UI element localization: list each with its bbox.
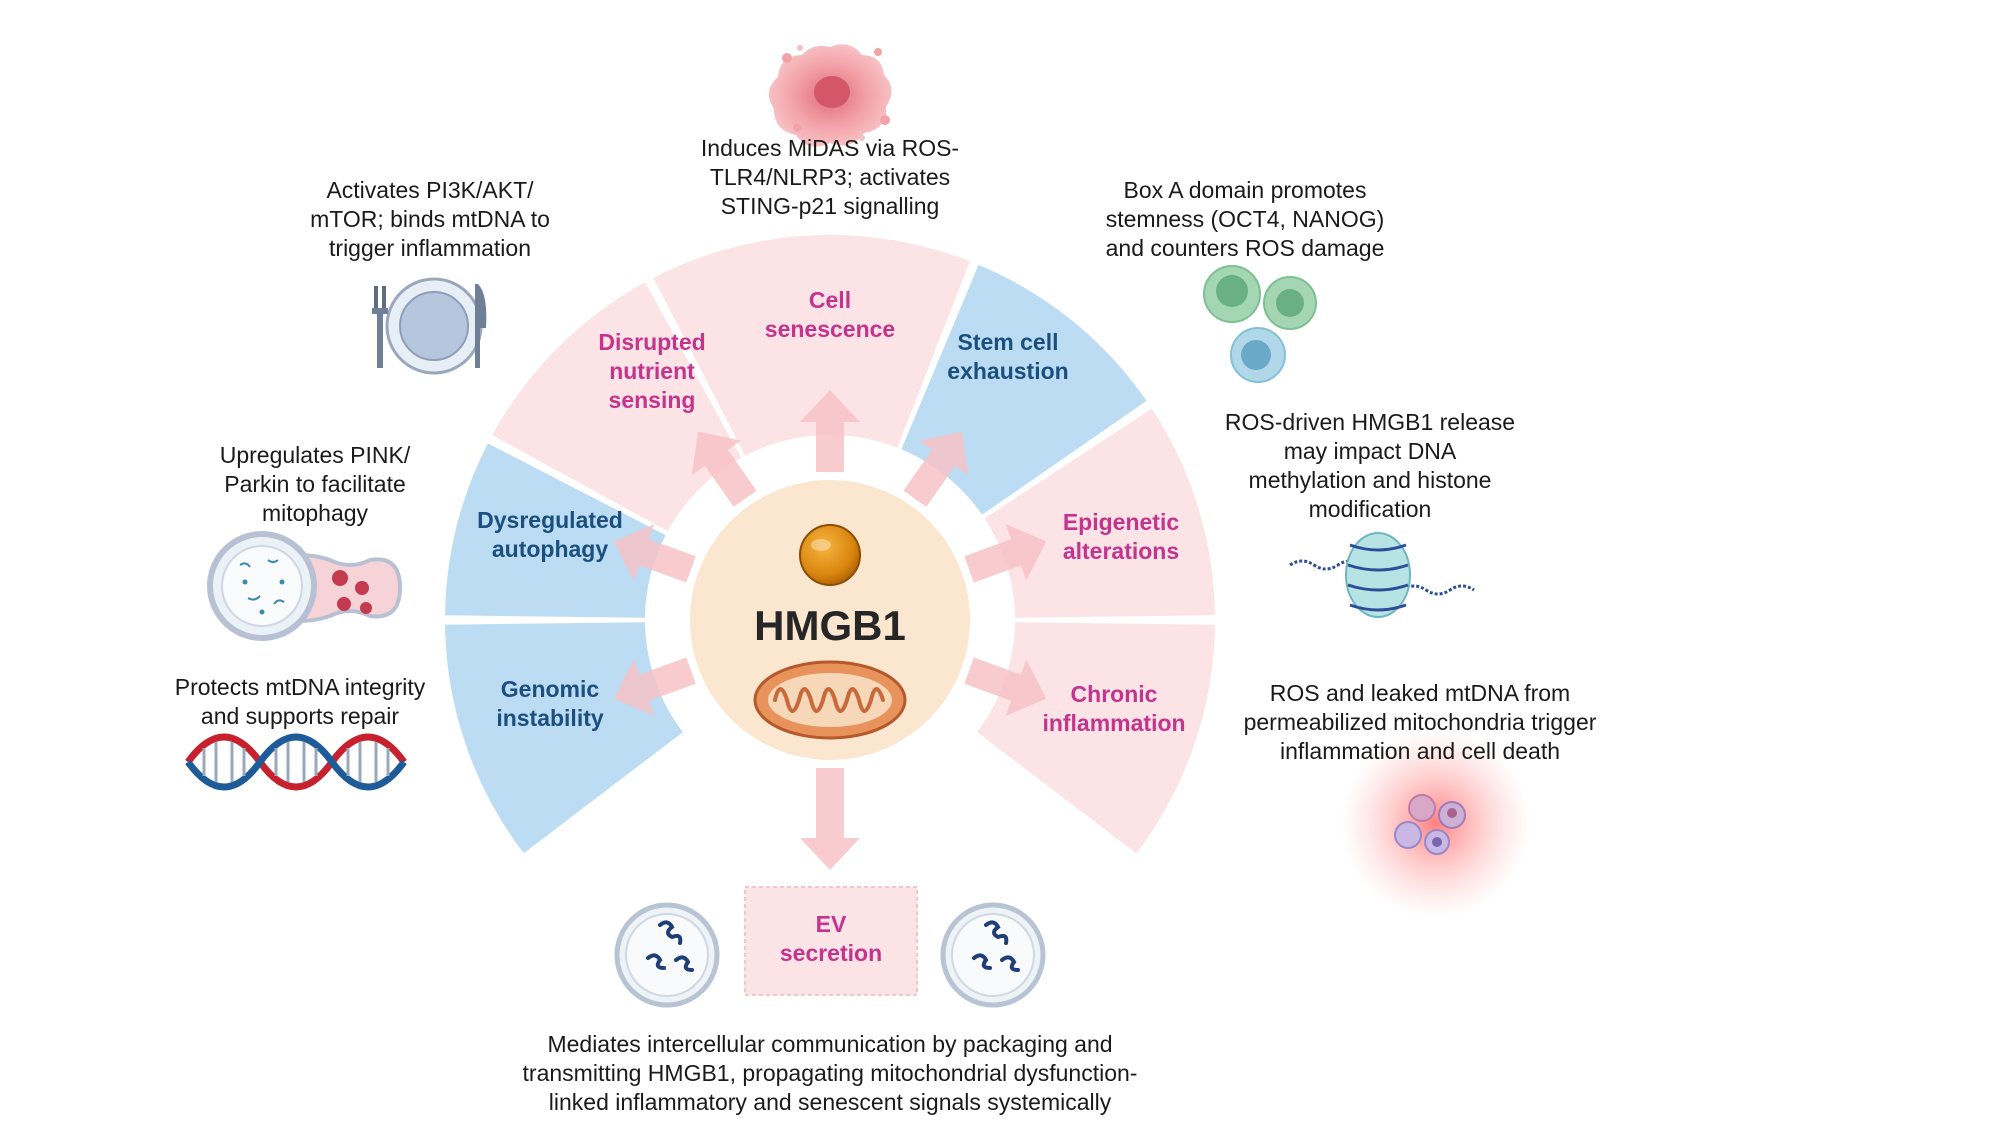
ev-label-line2: secretion xyxy=(780,940,882,966)
extracellular-vesicle-icon xyxy=(940,902,1046,1008)
epigenetic-label-2: alterations xyxy=(1063,538,1179,564)
autophagy-label-2: autophagy xyxy=(492,536,608,562)
radial-arrows xyxy=(613,390,1047,870)
plate-cutlery-icon xyxy=(372,277,487,375)
arrow-0 xyxy=(800,390,860,472)
senescence-label-1: Cell xyxy=(809,287,851,313)
desc-genomic: Protects mtDNA integrity and supports re… xyxy=(174,674,426,729)
epigenetic-label-1: Epigenetic xyxy=(1063,509,1180,535)
arrow-6 xyxy=(964,657,1047,716)
dna-helix-icon xyxy=(185,733,407,791)
desc-stem-cell: Box A domain promotes stemness (OCT4, NA… xyxy=(1105,177,1385,261)
genomic-label-2: instability xyxy=(496,705,604,731)
desc-nutrient-sensing: Activates PI3K/AKT/ mTOR; binds mtDNA to… xyxy=(310,177,550,261)
autophagy-label-1: Dysregulated xyxy=(477,507,623,533)
segment-cell-senescence xyxy=(653,234,970,456)
segment-labels: Disrupted nutrient sensing Cell senescen… xyxy=(477,287,1185,736)
segment-disrupted-nutrient-sensing xyxy=(492,282,742,532)
senescence-label-2: senescence xyxy=(765,316,895,342)
arrow-4 xyxy=(964,524,1047,583)
center-title: HMGB1 xyxy=(754,602,906,649)
desc-inflammation: ROS and leaked mtDNA from permeabilized … xyxy=(1243,680,1597,764)
arrow-3 xyxy=(613,524,696,583)
arrow-1 xyxy=(691,431,757,507)
arrow-7 xyxy=(800,768,860,870)
desc-epigenetic: ROS-driven HMGB1 release may impact DNA … xyxy=(1224,409,1516,522)
segment-dysregulated-autophagy xyxy=(445,443,666,618)
arrow-2 xyxy=(903,431,969,507)
ev-label-line1: EV xyxy=(816,911,847,937)
nutrient-label-1: Disrupted xyxy=(598,329,705,355)
stem-cells-icon xyxy=(1203,265,1317,383)
desc-cell-senescence: Induces MiDAS via ROS- TLR4/NLRP3; activ… xyxy=(700,135,960,219)
desc-autophagy: Upregulates PINK/ Parkin to facilitate m… xyxy=(219,442,411,526)
segment-epigenetic-alterations xyxy=(984,408,1215,618)
extracellular-vesicle-icon xyxy=(614,902,720,1008)
nutrient-label-2: nutrient xyxy=(609,358,695,384)
ev-secretion-box: EV secretion xyxy=(744,886,918,996)
arrow-5 xyxy=(613,657,696,716)
desc-ev: Mediates intercellular communication by … xyxy=(522,1031,1138,1115)
inflamed-cells-icon xyxy=(1341,728,1531,918)
inflammation-label-2: inflammation xyxy=(1042,710,1185,736)
nucleosome-dna-icon xyxy=(1289,532,1475,618)
stem-label-1: Stem cell xyxy=(958,329,1059,355)
nutrient-label-3: sensing xyxy=(609,387,696,413)
genomic-label-1: Genomic xyxy=(501,676,600,702)
hmgb1-sphere-icon xyxy=(799,524,861,586)
mitochondrion-icon xyxy=(753,660,907,740)
inflammation-label-1: Chronic xyxy=(1071,681,1158,707)
segment-chronic-inflammation xyxy=(977,622,1215,854)
senescent-cell-icon xyxy=(768,44,892,147)
stem-label-2: exhaustion xyxy=(947,358,1068,384)
mitophagy-icon xyxy=(207,531,403,641)
segment-genomic-instability xyxy=(445,622,683,854)
